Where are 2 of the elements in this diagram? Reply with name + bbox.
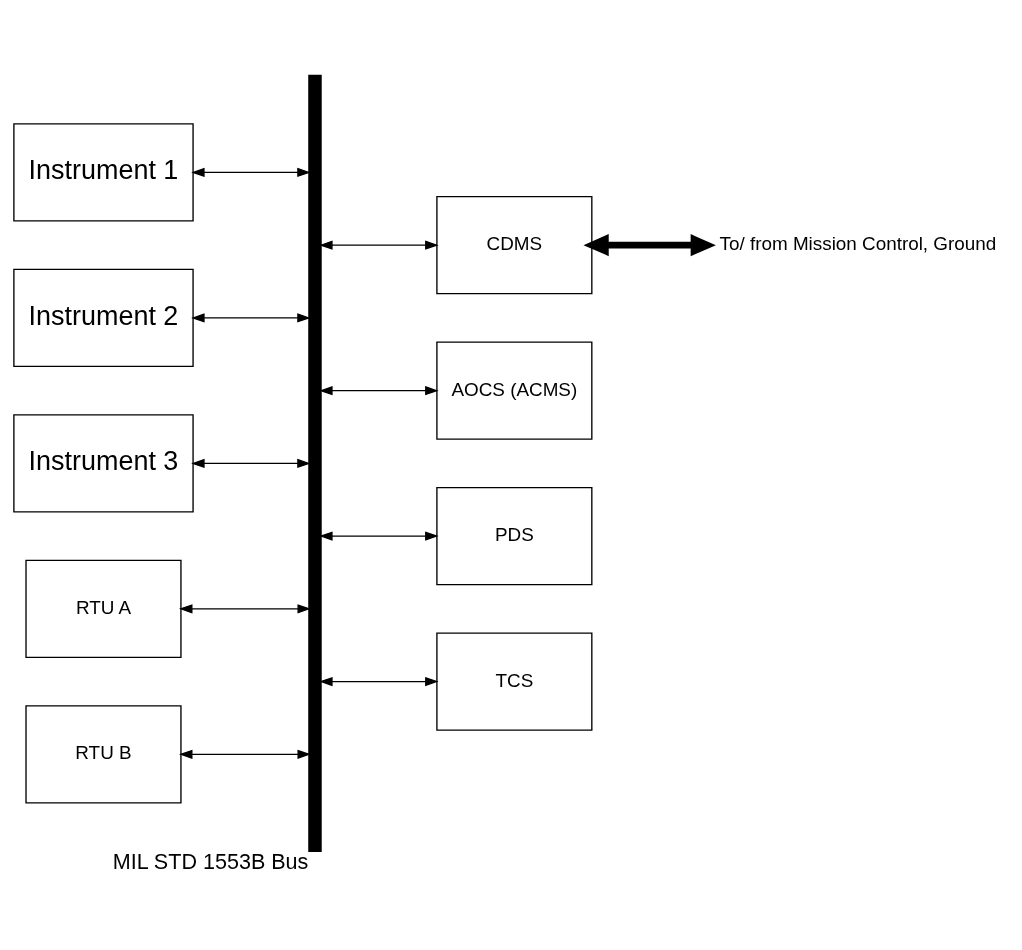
node-label: MIL STD 1553B Bus [112,848,309,874]
node-text: To/ from Mission Control, Ground [719,232,997,254]
